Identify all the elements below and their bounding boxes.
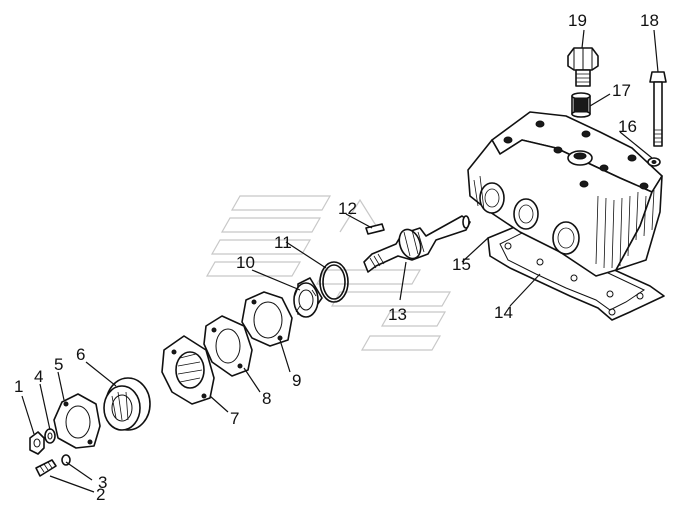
part-o-ring [319,261,349,303]
callout-9: 9 [292,371,301,390]
callout-4: 4 [34,367,43,386]
callout-16: 16 [618,117,637,136]
part-plug-bolt [567,47,599,87]
callout-13: 13 [388,305,407,324]
callout-10: 10 [236,253,255,272]
part-housing [467,111,663,277]
part-washer [44,428,56,444]
callout-14: 14 [494,303,513,322]
part-flange-plate [241,291,293,347]
part-seal [103,377,151,431]
callout-15: 15 [452,255,471,274]
callout-12: 12 [338,199,357,218]
part-cover [161,335,215,405]
watermark [205,195,452,351]
part-long-bolt [649,71,667,147]
callout-6: 6 [76,345,85,364]
leader-lines [21,29,659,493]
callout-11: 11 [274,233,292,252]
part-shaft [363,215,471,273]
callout-8: 8 [262,389,271,408]
callouts: 1 2 3 4 5 6 7 8 9 10 11 12 13 14 15 16 1… [14,11,659,504]
part-small-washer [61,454,71,466]
callout-5: 5 [54,355,63,374]
part-flange [53,393,101,449]
callout-1: 1 [14,377,23,396]
part-bolt [35,459,57,477]
part-pin [365,223,385,235]
callout-17: 17 [612,81,631,100]
part-sleeve [571,92,591,118]
part-nut [29,431,45,455]
callout-3: 3 [98,473,107,492]
callout-19: 19 [568,11,587,30]
callout-2: 2 [96,485,105,504]
callout-18: 18 [640,11,659,30]
part-top-washer [647,157,661,167]
part-bushing [293,277,323,318]
callout-7: 7 [230,409,239,428]
